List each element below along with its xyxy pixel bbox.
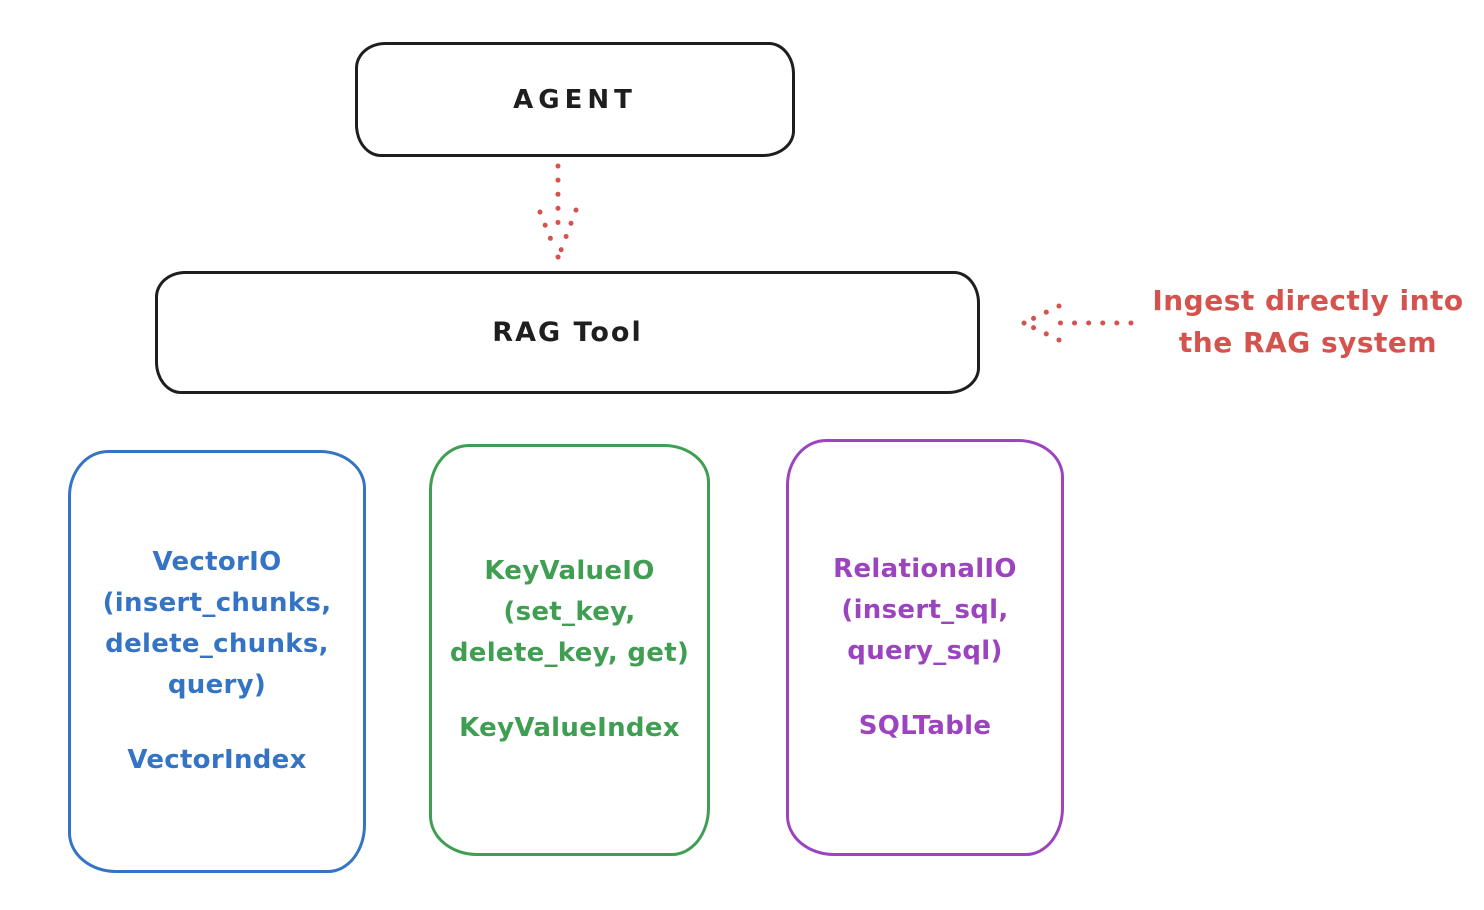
vector-io-box: VectorIO (insert_chunks, delete_chunks, …: [68, 450, 366, 873]
vector-io-index-label: VectorIndex: [127, 745, 307, 775]
keyvalue-io-index-label: KeyValueIndex: [459, 713, 680, 743]
agent-box: AGENT: [355, 42, 795, 157]
keyvalue-io-operations: KeyValueIO (set_key, delete_key, get): [449, 556, 690, 668]
agent-box-label: AGENT: [513, 84, 637, 115]
relational-io-index-label: SQLTable: [858, 710, 992, 741]
rag-tool-box: RAG Tool: [155, 271, 980, 394]
relational-io-operations: RelationalIO (insert_sql, query_sql): [833, 553, 1017, 666]
relational-io-box: RelationalIO (insert_sql, query_sql) SQL…: [786, 439, 1064, 856]
keyvalue-io-box: KeyValueIO (set_key, delete_key, get) Ke…: [429, 444, 710, 856]
ingest-annotation-arrow-icon: [1021, 303, 1134, 343]
vector-io-operations: VectorIO (insert_chunks, delete_chunks, …: [102, 547, 332, 700]
rag-tool-box-label: RAG Tool: [492, 317, 643, 348]
ingest-annotation-text: Ingest directly into the RAG system: [1152, 284, 1464, 359]
agent-to-rag-arrow-icon: [537, 163, 579, 260]
